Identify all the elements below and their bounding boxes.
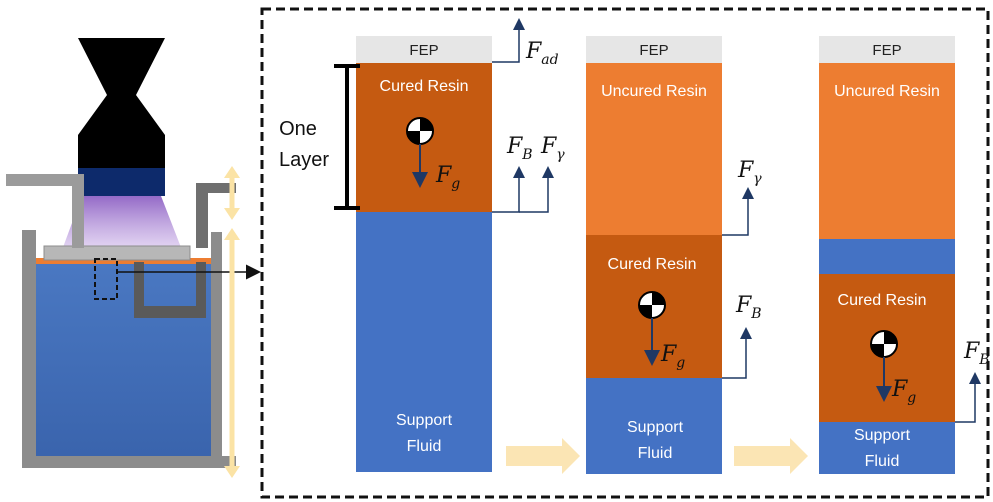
stage-1-support-fluid	[356, 212, 492, 472]
surface-tension-arrow	[519, 166, 554, 213]
stage-1-cured-resin-label: Cured Resin	[380, 78, 469, 95]
vat-floor	[22, 456, 236, 468]
left-frame-arm	[6, 174, 84, 248]
buoyancy-arrow	[955, 372, 981, 423]
adhesion-label: Fad	[525, 39, 559, 68]
stage-3-support-label-1: Support	[854, 427, 911, 444]
adhesion-arrow	[492, 18, 525, 63]
buoyancy-label: FB	[735, 293, 762, 322]
stage-1-fep	[356, 36, 492, 63]
one-layer-label-1: One	[279, 118, 317, 140]
build-plate	[43, 245, 191, 261]
surface-tension-label: Fγ	[540, 134, 565, 163]
one-layer-label-2: Layer	[279, 149, 329, 171]
one-layer-bracket	[334, 64, 360, 210]
stage-1-support-label-2: Fluid	[407, 438, 442, 455]
stage-1-support-label-1: Support	[396, 412, 453, 429]
vat-left-wall	[22, 230, 36, 460]
buoyancy-label: FB	[963, 339, 990, 368]
stage-3-support-label-2: Fluid	[865, 453, 900, 470]
stage-3-cured-resin-label: Cured Resin	[838, 292, 927, 309]
surface-tension-label: Fγ	[737, 158, 762, 187]
center-of-mass-icon	[638, 291, 666, 319]
stage-3-support-fluid	[819, 422, 955, 474]
center-of-mass-icon	[406, 117, 434, 145]
printer-apparatus	[6, 38, 261, 478]
stage-2-support-label-2: Fluid	[638, 445, 673, 462]
buoyancy-arrow	[722, 327, 752, 379]
stage-2-support-fluid	[586, 378, 722, 474]
stage-3-fep-label: FEP	[872, 42, 901, 59]
stage-3-uncured-resin	[819, 63, 955, 239]
gravity-label: Fg	[891, 377, 916, 406]
detail-panel-border	[260, 7, 990, 499]
stage-3-uncured-resin-label: Uncured Resin	[834, 83, 940, 100]
buoyancy-label: FB	[506, 134, 533, 163]
center-of-mass-icon	[870, 330, 898, 358]
dip-element	[134, 262, 206, 318]
stage-2-uncured-resin	[586, 63, 722, 235]
stage-3-support-gap	[819, 239, 955, 274]
vat-right-wall	[211, 232, 222, 460]
right-frame-arm	[196, 183, 236, 248]
projector-lens	[78, 168, 165, 196]
stage-2-fep	[586, 36, 722, 63]
stage-2-cured-resin-label: Cured Resin	[608, 256, 697, 273]
gravity-label: Fg	[435, 163, 460, 192]
focus-box	[94, 258, 118, 300]
stage-1-fep-label: FEP	[409, 42, 438, 59]
stage-2-column: FEP Uncured Resin Cured Resin Support Fl…	[586, 36, 762, 474]
buoyancy-arrow	[492, 166, 525, 213]
resin-film	[36, 258, 211, 264]
uv-light-beam	[62, 196, 182, 250]
transition-arrow-2	[734, 438, 808, 474]
gravity-label: Fg	[660, 342, 685, 371]
vat-fluid	[36, 262, 211, 456]
projector-icon	[78, 38, 165, 168]
surface-tension-arrow	[722, 187, 754, 236]
stage-3-fep	[819, 36, 955, 63]
stage-2-uncured-resin-label: Uncured Resin	[601, 83, 707, 100]
stage-3-column: FEP Uncured Resin Cured Resin Support Fl…	[819, 36, 990, 474]
transition-arrow-1	[506, 438, 580, 474]
stage-2-support-label-1: Support	[627, 419, 684, 436]
stage-2-fep-label: FEP	[639, 42, 668, 59]
stage-1-column: FEP Cured Resin Support Fluid Fg One Lay…	[279, 18, 565, 472]
